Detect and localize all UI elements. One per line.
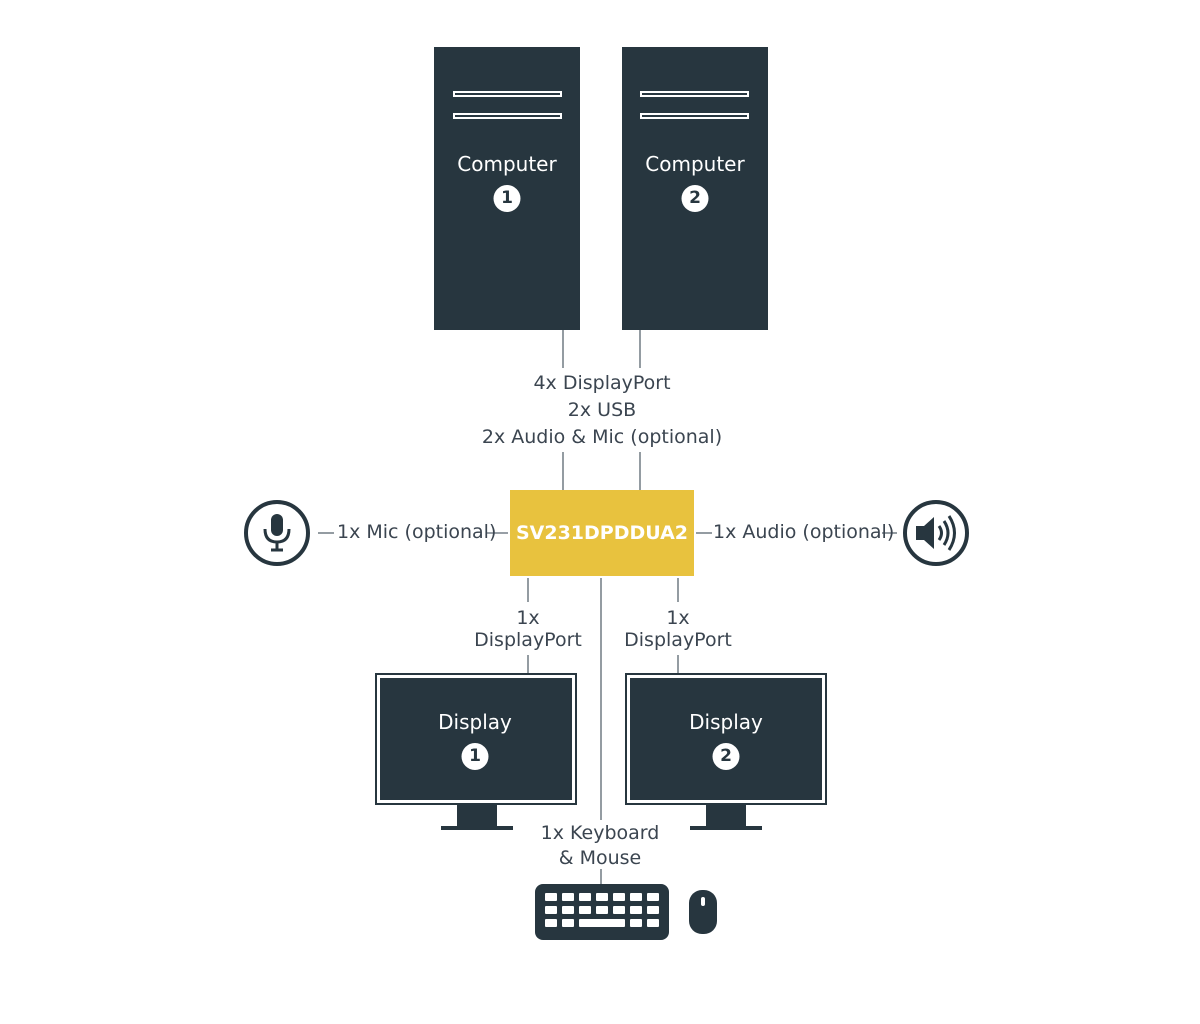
computer-2-label: Computer xyxy=(645,152,745,176)
keyboard-icon xyxy=(535,884,669,940)
display-1-cable-count: 1x xyxy=(516,607,540,629)
display-2-monitor xyxy=(625,673,827,805)
mic-label: 1x Mic (optional) xyxy=(337,521,497,543)
display-2-cable-label: 1x DisplayPort xyxy=(624,607,732,651)
cable-usb-label: 2x USB xyxy=(567,399,637,421)
display-2-base xyxy=(690,826,762,830)
display-1-monitor xyxy=(375,673,577,805)
cable-displayport-label: 4x DisplayPort xyxy=(533,372,671,394)
microphone-glyph xyxy=(263,514,291,552)
upstream-cables-label: 4x DisplayPort 2x USB 2x Audio & Mic (op… xyxy=(482,370,722,451)
peripherals-label-line1: 1x Keyboard xyxy=(540,822,660,844)
display-2-stand xyxy=(706,805,746,827)
display-2-number-badge: 2 xyxy=(712,743,740,770)
peripherals-label-line2: & Mouse xyxy=(558,847,642,869)
display-1-cable-label: 1x DisplayPort xyxy=(474,607,582,651)
display-2-cable-count: 1x xyxy=(666,607,690,629)
keyboard-keys xyxy=(545,893,659,927)
computer-1-label: Computer xyxy=(457,152,557,176)
mouse-icon xyxy=(689,890,717,934)
audio-label: 1x Audio (optional) xyxy=(713,521,895,543)
drive-bay-slot xyxy=(640,113,749,119)
computer-2-number-badge: 2 xyxy=(681,185,709,212)
speaker-icon xyxy=(903,500,969,566)
cable-audio-mic-label: 2x Audio & Mic (optional) xyxy=(481,426,723,448)
kvm-switch: SV231DPDDUA2 xyxy=(510,490,694,576)
drive-bay-slot xyxy=(640,91,749,97)
display-2-label: Display xyxy=(689,710,763,734)
computer-1-number-badge: 1 xyxy=(493,185,521,212)
drive-bay-slot xyxy=(453,113,562,119)
display-1-cable-type: DisplayPort xyxy=(474,629,582,651)
kvm-model-label: SV231DPDDUA2 xyxy=(515,522,689,544)
display-1-label: Display xyxy=(438,710,512,734)
drive-bay-slot xyxy=(453,91,562,97)
display-1-base xyxy=(441,826,513,830)
microphone-icon xyxy=(244,500,310,566)
speaker-glyph xyxy=(916,515,956,551)
peripherals-label: 1x Keyboard & Mouse xyxy=(541,821,660,871)
display-1-stand xyxy=(457,805,497,827)
display-1-number-badge: 1 xyxy=(461,743,489,770)
display-2-cable-type: DisplayPort xyxy=(624,629,732,651)
